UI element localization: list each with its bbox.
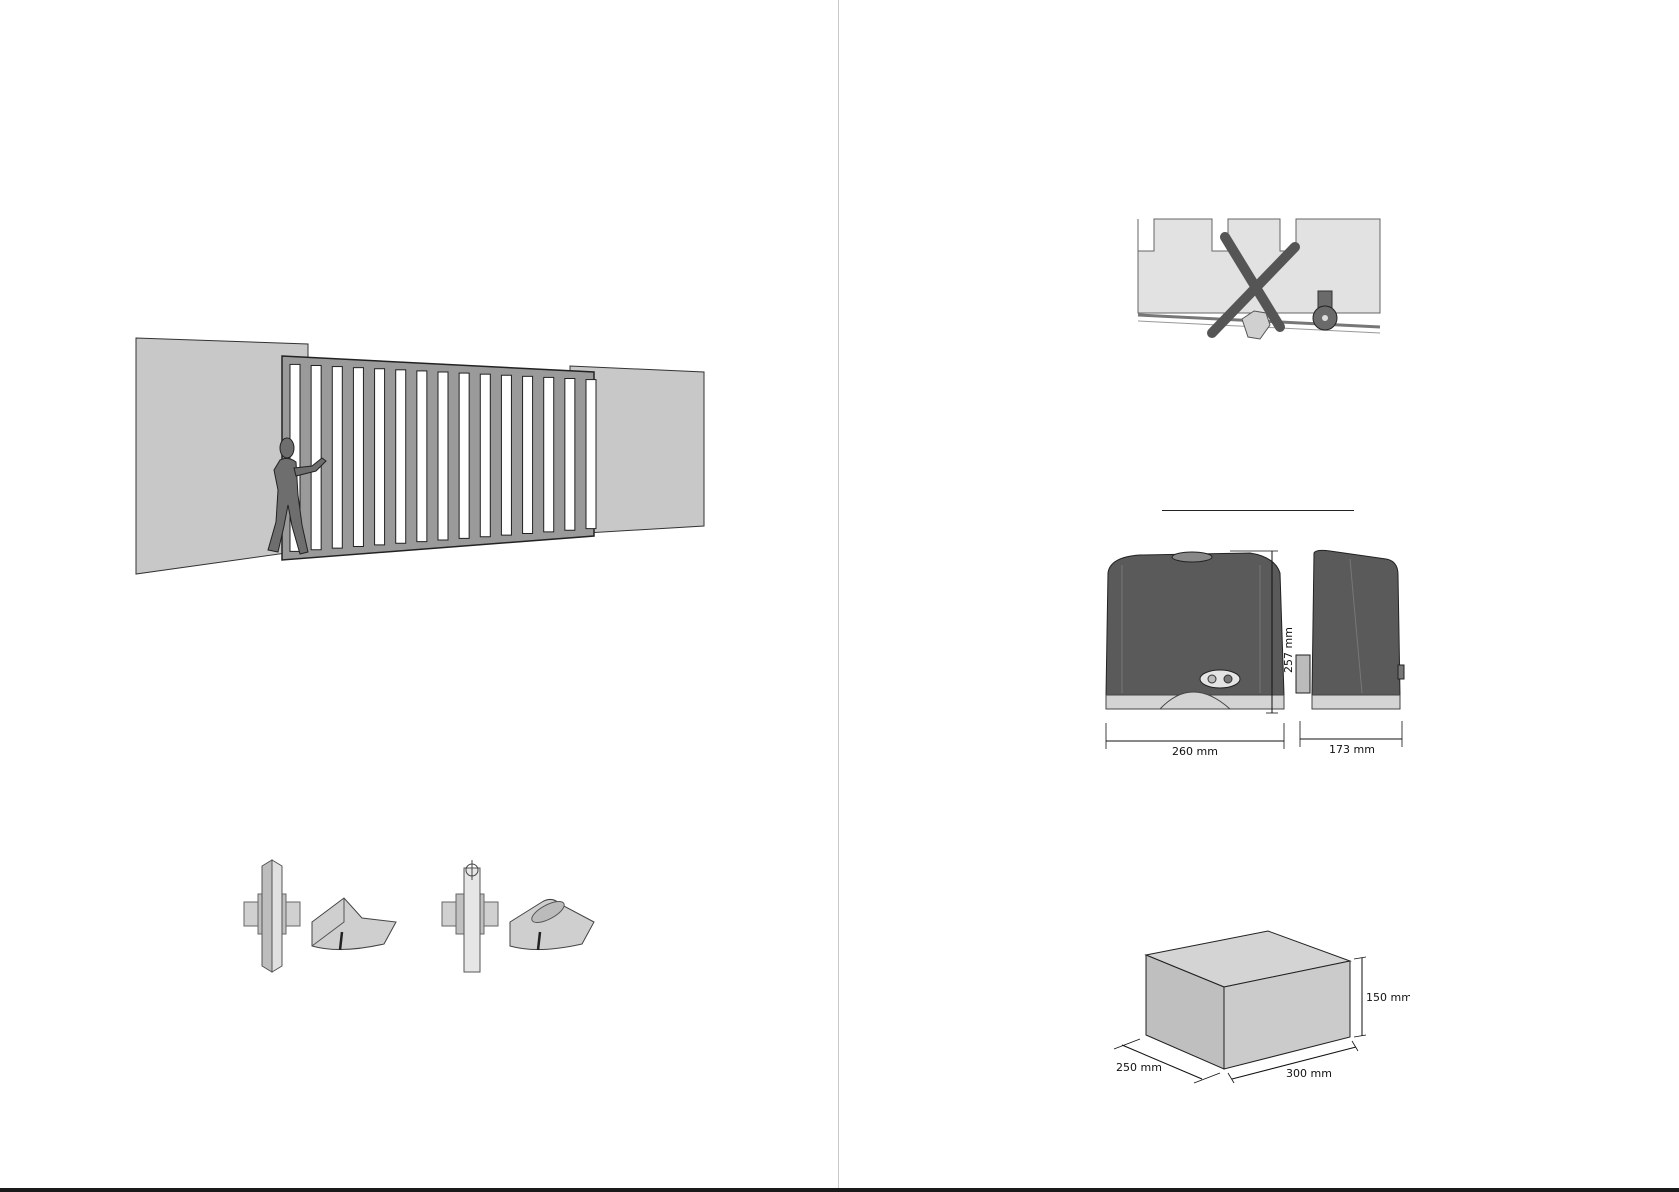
v-groove-wheel-icon	[262, 860, 272, 972]
gate-bar-opening	[565, 379, 575, 531]
gate-bar-opening	[501, 375, 511, 535]
release-lock	[1200, 670, 1240, 688]
gate-bar-opening	[459, 373, 469, 538]
package-length-label: 300 mm	[1286, 1067, 1332, 1080]
package-dimensions-figure: 150 mm 250 mm 300 mm	[1100, 925, 1410, 1090]
page-divider	[838, 0, 839, 1188]
motor-height-label: 257 mm	[1282, 627, 1295, 673]
v-groove-track-icon	[312, 898, 396, 950]
drive-gear	[1296, 655, 1310, 693]
motor-top-vent	[1172, 552, 1212, 562]
motor-depth-label: 173 mm	[1329, 743, 1375, 755]
obstruction-object	[1242, 311, 1270, 339]
gate-manual-push-figure	[130, 330, 710, 580]
gate-bars	[290, 364, 596, 551]
gate-bar-opening	[438, 372, 448, 540]
gate-bar-opening	[480, 374, 490, 537]
gate-bar-opening	[311, 365, 321, 549]
round-groove-wheel-icon	[464, 868, 480, 972]
gate-bar-opening	[396, 370, 406, 543]
gate-bar-opening	[417, 371, 427, 542]
gate-bar-opening	[586, 380, 596, 529]
gate-bar-opening	[523, 376, 533, 533]
gate-bar-opening	[375, 369, 385, 545]
motor-width-label: 260 mm	[1172, 745, 1218, 755]
gate-bar-opening	[544, 377, 554, 531]
wheel-profiles-figure	[240, 858, 620, 976]
motor-dimensions-figure: 257 mm 260 mm 173 mm	[1100, 545, 1430, 755]
motor-front-body	[1106, 553, 1284, 695]
page-bottom-rule	[0, 1188, 1679, 1192]
package-height-label: 150 mm	[1366, 991, 1410, 1004]
gate-bar-opening	[353, 368, 363, 547]
motor-side-base	[1312, 695, 1400, 709]
section-rule	[1162, 510, 1354, 511]
gate-bar-opening	[332, 367, 342, 549]
package-width-label: 250 mm	[1116, 1061, 1162, 1074]
prohibited-obstruction-figure	[1130, 215, 1390, 360]
